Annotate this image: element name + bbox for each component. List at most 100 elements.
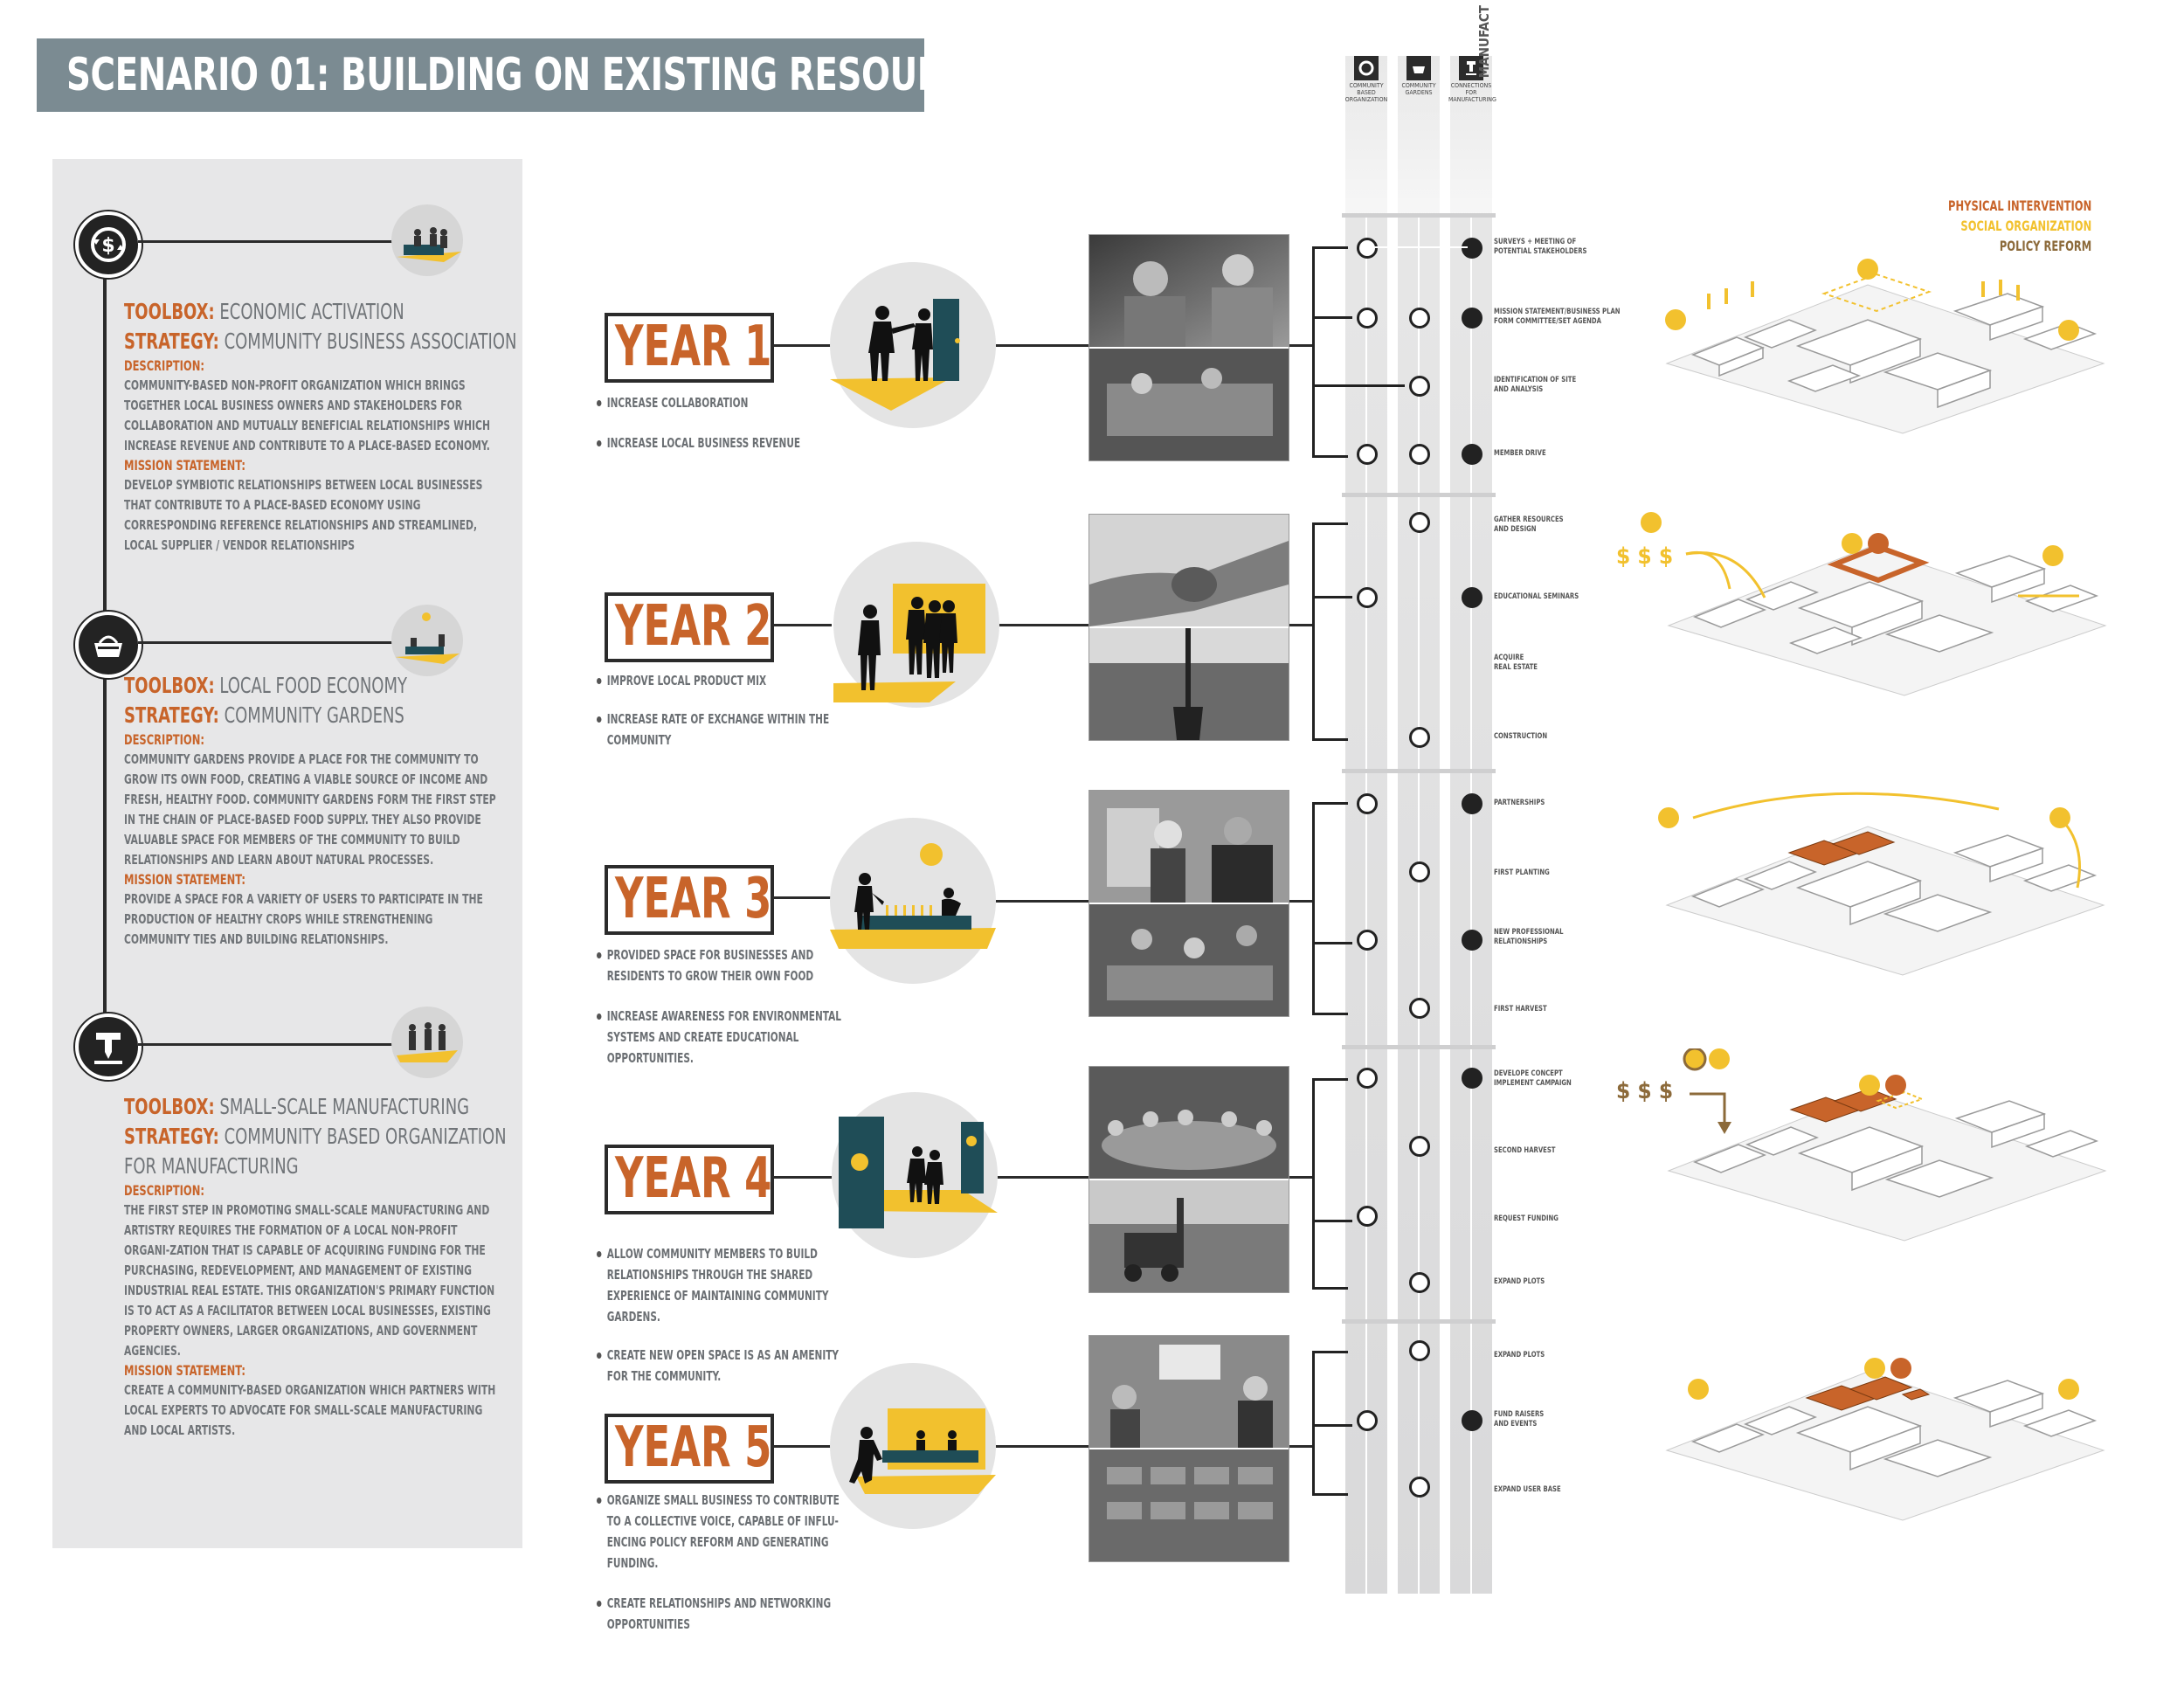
bullet-dot bbox=[597, 440, 602, 446]
timeline-label: EXPAND PLOTS bbox=[1494, 1351, 1545, 1359]
site-diagram-year-4: $ $ $ bbox=[1616, 1047, 2114, 1249]
year-3-bullet: PROVIDED SPACE FOR BUSINESSES AND bbox=[597, 945, 813, 965]
description-text: COMMUNITY GARDENS PROVIDE A PLACE FOR TH… bbox=[124, 751, 496, 868]
toolbox-label: TOOLBOX: bbox=[124, 299, 215, 324]
year-3-illustration bbox=[830, 818, 996, 984]
timeline-node-gardens bbox=[1409, 1477, 1430, 1498]
column-caption: COMMUNITY BASED ORGANIZATION bbox=[1344, 82, 1388, 103]
photo-connector bbox=[996, 900, 1090, 903]
timeline-node-gardens bbox=[1409, 308, 1430, 329]
column-header-basket-icon bbox=[1406, 56, 1431, 80]
site-diagram-year-5 bbox=[1658, 1337, 2112, 1529]
year-4-bullet-cont: RELATIONSHIPS THROUGH THE SHARED bbox=[606, 1267, 813, 1283]
year-5-bullet-cont: TO A COLLECTIVE VOICE, CAPABLE OF INFLU- bbox=[606, 1513, 839, 1529]
year-label: YEAR 4 bbox=[615, 1146, 772, 1211]
column-guide bbox=[1470, 213, 1472, 1594]
year-1-photos bbox=[1089, 234, 1289, 461]
timeline-node-organization bbox=[1357, 930, 1378, 951]
year-5-bullet-cont: FUNDING. bbox=[606, 1555, 659, 1571]
legend: PHYSICAL INTERVENTION SOCIAL ORGANIZATIO… bbox=[1948, 196, 2091, 256]
strategy-label: STRATEGY: bbox=[124, 329, 219, 354]
year-separator bbox=[1342, 1319, 1496, 1324]
timeline-node-gardens bbox=[1409, 727, 1430, 748]
year-4-bracket bbox=[1312, 1078, 1348, 1290]
strategy-name: COMMUNITY GARDENS bbox=[224, 702, 404, 728]
year-1-illustration bbox=[830, 262, 996, 428]
column-fade bbox=[1345, 56, 1492, 213]
photo-connector bbox=[996, 1445, 1090, 1448]
toolbox-name: ECONOMIC ACTIVATION bbox=[219, 299, 404, 324]
year-2-bracket bbox=[1312, 522, 1348, 741]
year-4-box: YEAR 4 bbox=[605, 1145, 774, 1214]
timeline-node-organization bbox=[1357, 1206, 1378, 1227]
year-label: YEAR 1 bbox=[615, 315, 772, 379]
dollar-cycle-icon: $ bbox=[75, 211, 142, 278]
bullet-dot bbox=[597, 678, 602, 684]
year-5-bullet: CREATE RELATIONSHIPS AND NETWORKING bbox=[597, 1594, 831, 1614]
year-5-bullet-cont: ENCING POLICY REFORM AND GENERATING bbox=[606, 1534, 829, 1550]
year-1-bullet: INCREASE LOCAL BUSINESS REVENUE bbox=[597, 433, 800, 453]
year-5-photos bbox=[1089, 1335, 1289, 1562]
timeline-label: CONSTRUCTION bbox=[1494, 732, 1548, 741]
timeline-node-organization bbox=[1357, 587, 1378, 608]
year-2-bullet-cont: COMMUNITY bbox=[606, 732, 672, 748]
year-1-bullet: INCREASE COLLABORATION bbox=[597, 393, 748, 413]
bullet-dot bbox=[597, 952, 602, 958]
timeline-label: REQUEST FUNDING bbox=[1494, 1214, 1559, 1223]
year-label: YEAR 2 bbox=[615, 594, 772, 659]
year-4-bullet: CREATE NEW OPEN SPACE IS AS AN AMENITY bbox=[597, 1346, 839, 1366]
column-rotated-label: MANUFACT bbox=[1476, 5, 1492, 79]
column-guide bbox=[1418, 213, 1420, 1594]
bullet-dot bbox=[597, 1013, 602, 1020]
year-3-bullet-cont: SYSTEMS AND CREATE EDUCATIONAL bbox=[606, 1029, 799, 1045]
timeline-label: EXPAND PLOTS bbox=[1494, 1277, 1545, 1286]
site-diagram-year-2: $ $ $ bbox=[1616, 512, 2114, 704]
page-title: SCENARIO 01: BUILDING ON EXISTING RESOUR… bbox=[66, 49, 1014, 101]
year-connector bbox=[771, 1176, 832, 1179]
toolbox-connector bbox=[138, 240, 400, 243]
money-label: $ $ $ bbox=[1616, 1078, 1674, 1104]
toolbox-name: SMALL-SCALE MANUFACTURING bbox=[219, 1094, 470, 1119]
timeline-node-gardens bbox=[1409, 444, 1430, 465]
timeline-node-organization bbox=[1357, 1410, 1378, 1431]
timeline-node-gardens bbox=[1409, 512, 1430, 533]
mission-label: MISSION STATEMENT: bbox=[124, 457, 245, 474]
bracket-branch bbox=[1312, 316, 1352, 319]
strategy-name: COMMUNITY BASED ORGANIZATION bbox=[224, 1124, 507, 1149]
year-3-box: YEAR 3 bbox=[605, 865, 774, 935]
year-5-bracket bbox=[1312, 1351, 1348, 1496]
bullet-dot bbox=[597, 1498, 602, 1504]
timeline-row-line bbox=[1363, 246, 1468, 248]
description-label: DESCRIPTION: bbox=[124, 1182, 204, 1199]
mission-label: MISSION STATEMENT: bbox=[124, 871, 245, 888]
svg-text:$: $ bbox=[101, 235, 114, 257]
bracket-branch bbox=[1312, 1424, 1352, 1427]
timeline-node-gardens bbox=[1409, 1340, 1430, 1361]
year-4-bullet: ALLOW COMMUNITY MEMBERS TO BUILD bbox=[597, 1244, 818, 1264]
year-4-bullet-cont: FOR THE COMMUNITY. bbox=[606, 1368, 722, 1384]
strategy-label: STRATEGY: bbox=[124, 702, 219, 728]
timeline-node-manufacturing bbox=[1462, 587, 1482, 608]
bracket-branch bbox=[1312, 1220, 1352, 1222]
year-2-illustration bbox=[833, 542, 999, 708]
toolbox-panel bbox=[52, 159, 522, 1548]
year-2-bullet: INCREASE RATE OF EXCHANGE WITHIN THE bbox=[597, 709, 829, 730]
strategy-name-line2: FOR MANUFACTURING bbox=[124, 1153, 299, 1179]
timeline-label: FIRST PLANTING bbox=[1494, 868, 1550, 877]
bracket-branch bbox=[1312, 596, 1352, 598]
year-connector bbox=[771, 344, 832, 347]
photo-connector bbox=[996, 344, 1090, 347]
timeline-label: FIRST HARVEST bbox=[1494, 1005, 1547, 1013]
toolbox-food: TOOLBOX: LOCAL FOOD ECONOMY STRATEGY: CO… bbox=[124, 671, 508, 950]
site-diagram-year-3 bbox=[1658, 792, 2112, 984]
mission-text: PROVIDE A SPACE FOR A VARIETY OF USERS T… bbox=[124, 891, 483, 947]
photo-connector bbox=[998, 1176, 1090, 1179]
timeline-label: PARTNERSHIPS bbox=[1494, 799, 1545, 807]
year-5-box: YEAR 5 bbox=[605, 1414, 774, 1484]
timeline-label: EDUCATIONAL SEMINARS bbox=[1494, 592, 1579, 601]
year-separator bbox=[1342, 213, 1496, 218]
bullet-dot bbox=[597, 716, 602, 723]
